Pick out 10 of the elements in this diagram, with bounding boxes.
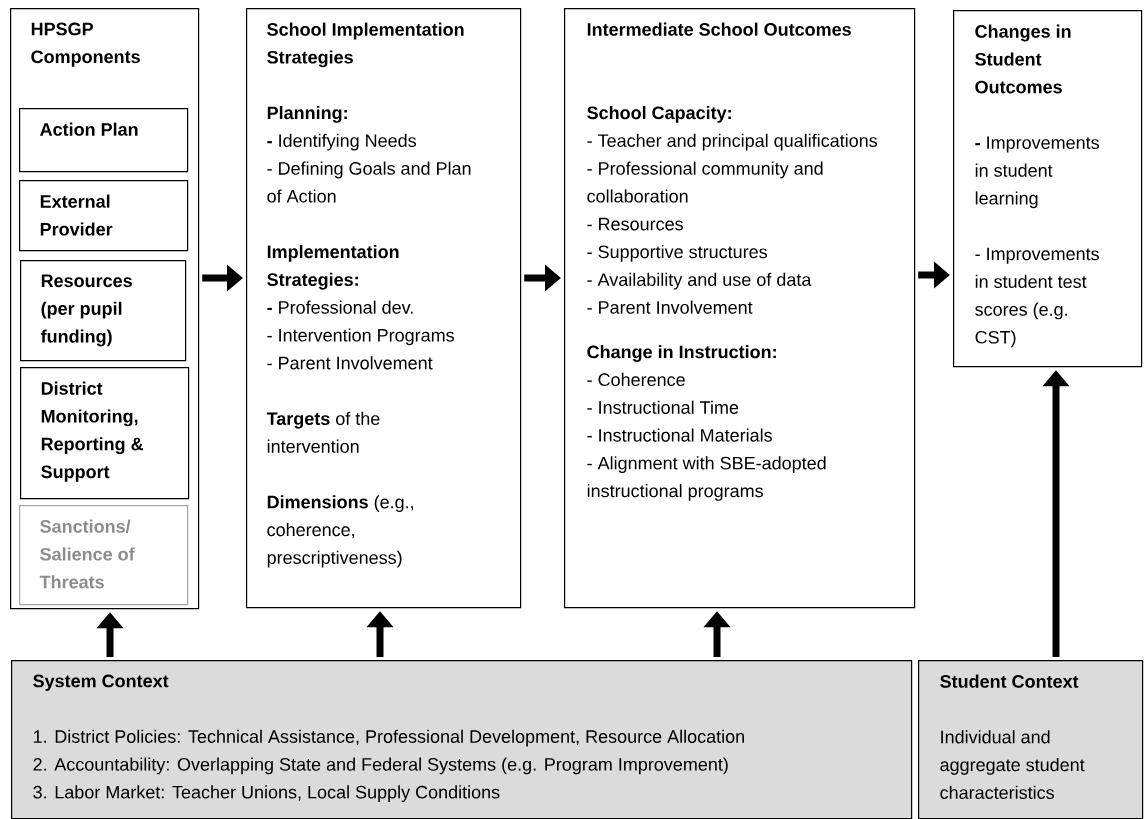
component-box: Sanctions/ Salience of Threats [19,505,189,606]
component-box: External Provider [19,180,189,252]
component-box: District Monitoring, Reporting & Support [20,367,190,500]
component-box: Resources (per pupil funding) [20,260,187,362]
context-box: Student Context Individual and aggregate student characteristics [918,660,1144,819]
column-box: Intermediate School Outcomes School Capacity: - Teacher and principal qualifications - Professional community and collaboration - Resources - Supportive structures - Availability and use of data - Parent Involvement Change in Instruction: - Coherence - Instructional Time - Instructional Materials - Alignment with SBE-adopted instructional programs [564,8,916,609]
component-box: Action Plan [19,108,189,173]
column-box: Changes in Student Outcomes - Improvements in student learning - Improvements in student test scores (e.g. CST) [953,10,1143,368]
context-box: System Context 1. District Policies: Technical Assistance, Professional Development, Resource Allocation 2. Accountability: Overlapping State and Federal Systems (e.g. Program Improvement) 3. Labor Market: Teacher Unions, Local Supply Conditions [11,660,913,819]
column-box: School Implementation Strategies Planning: - Identifying Needs - Defining Goals and Plan of Action Implementation Strategies: - Professional dev. - Intervention Programs - Parent Involvement Targets of the intervention Dimensions (e.g., coherence, prescriptiveness) [246,8,522,609]
